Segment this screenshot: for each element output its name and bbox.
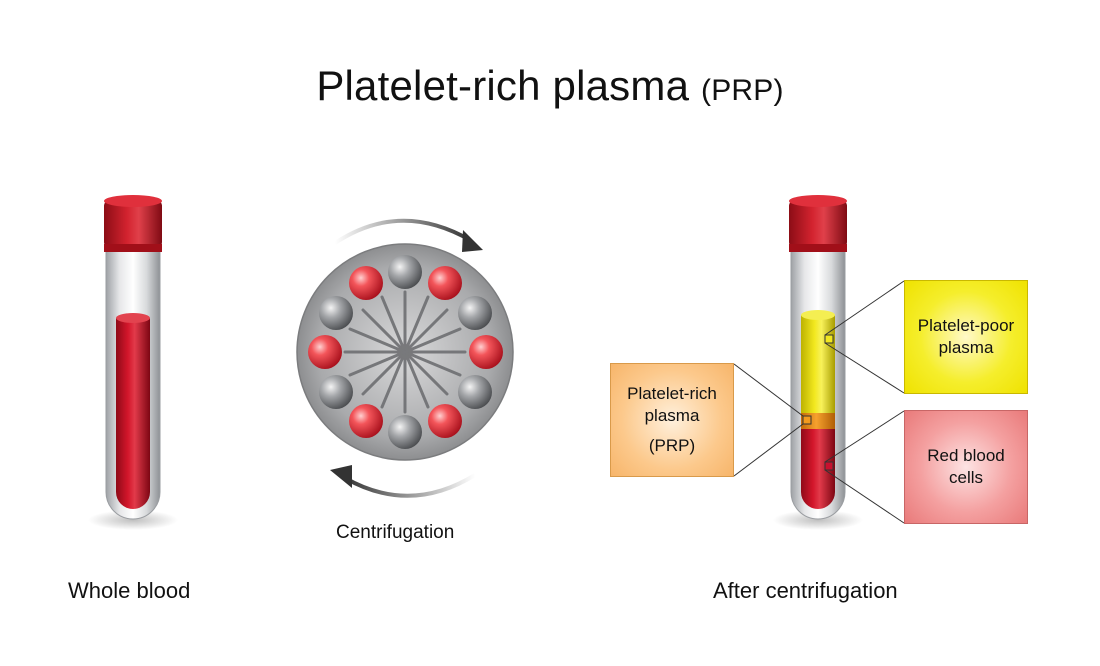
red-blood-cells-label: Red blood cells <box>904 410 1028 524</box>
whole-blood-tube <box>88 195 178 530</box>
rotor-samples <box>308 255 503 449</box>
separated-tube <box>733 195 905 530</box>
platelet-poor-plasma-layer <box>801 315 835 413</box>
tube-cap <box>789 195 847 252</box>
centrifugation-caption: Centrifugation <box>336 522 455 543</box>
label-line: Red blood <box>927 445 1005 465</box>
curved-arrow-icon <box>333 218 471 245</box>
blood-fill <box>116 318 150 509</box>
title-main: Platelet-rich plasma <box>316 62 690 109</box>
centrifuge <box>296 218 514 498</box>
label-line: Platelet-rich <box>627 383 717 403</box>
label-line: (PRP) <box>648 436 696 456</box>
label-line: Platelet-poor <box>917 315 1015 335</box>
platelet-rich-plasma-label: Platelet-rich plasma (PRP) <box>610 363 734 477</box>
curved-arrow-icon <box>344 473 477 498</box>
title-abbr: (PRP) <box>701 74 784 107</box>
red-blood-cells-layer <box>801 428 835 509</box>
label-line: plasma <box>644 405 700 425</box>
label-line: cells <box>948 468 983 487</box>
after-centrifugation-caption: After centrifugation <box>713 578 898 603</box>
label-line: plasma <box>938 338 994 357</box>
tube-cap <box>104 195 162 252</box>
platelet-poor-plasma-label: Platelet-poor plasma <box>904 280 1028 394</box>
whole-blood-caption: Whole blood <box>68 578 191 603</box>
page-title: Platelet-rich plasma (PRP) <box>0 62 1100 110</box>
